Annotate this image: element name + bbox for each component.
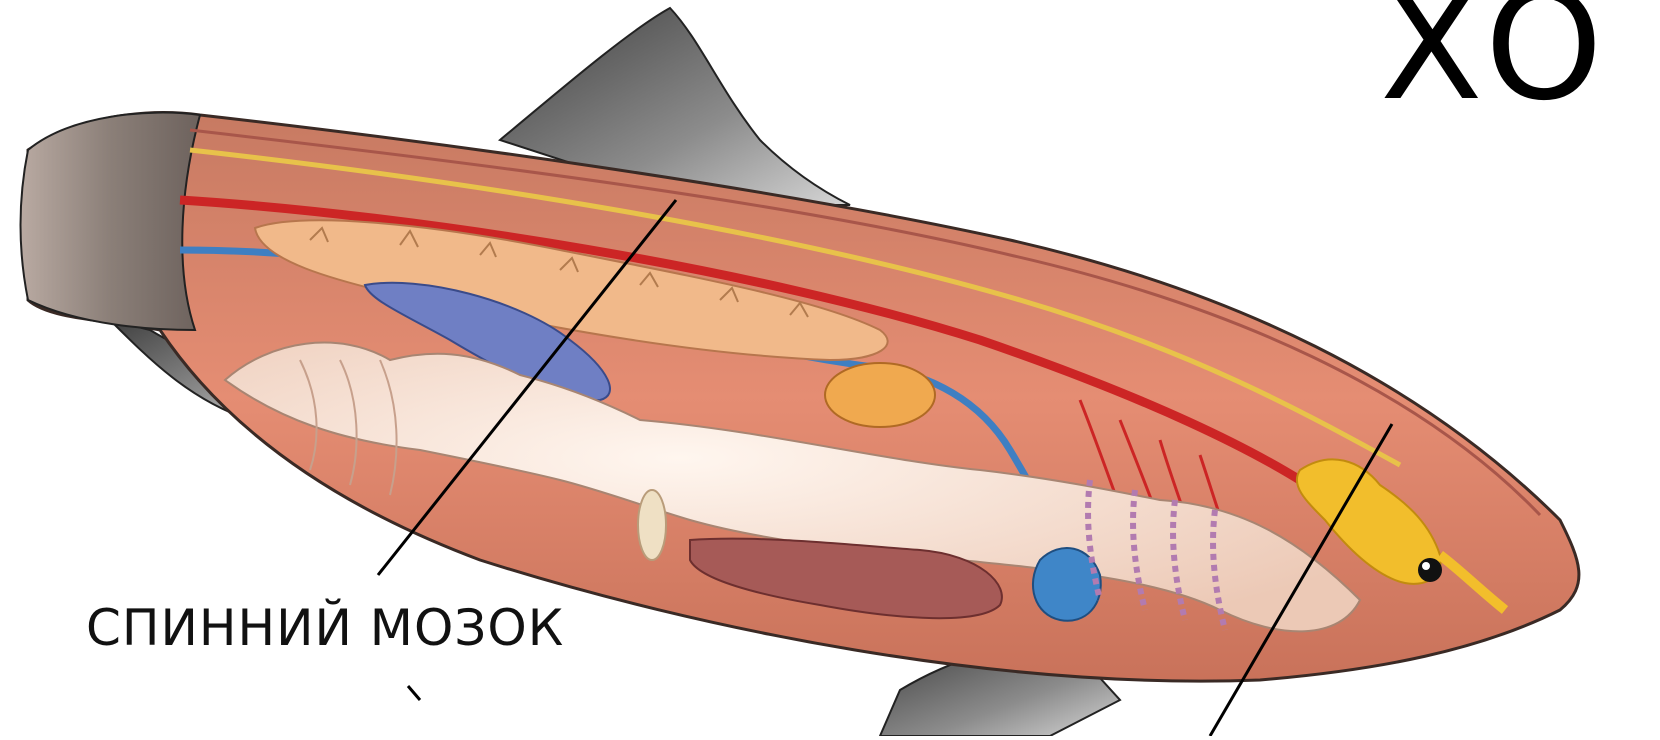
- spinal-cord-label: СПИННИЙ МОЗОК: [86, 598, 564, 658]
- eye: [1418, 558, 1442, 582]
- bottom-leader-line: [408, 686, 420, 700]
- gall-bladder: [825, 363, 935, 427]
- eye-highlight: [1422, 562, 1430, 570]
- page-title: ХО: [1380, 0, 1605, 122]
- rectal-gland: [638, 490, 666, 560]
- body-cross-section: [21, 113, 201, 330]
